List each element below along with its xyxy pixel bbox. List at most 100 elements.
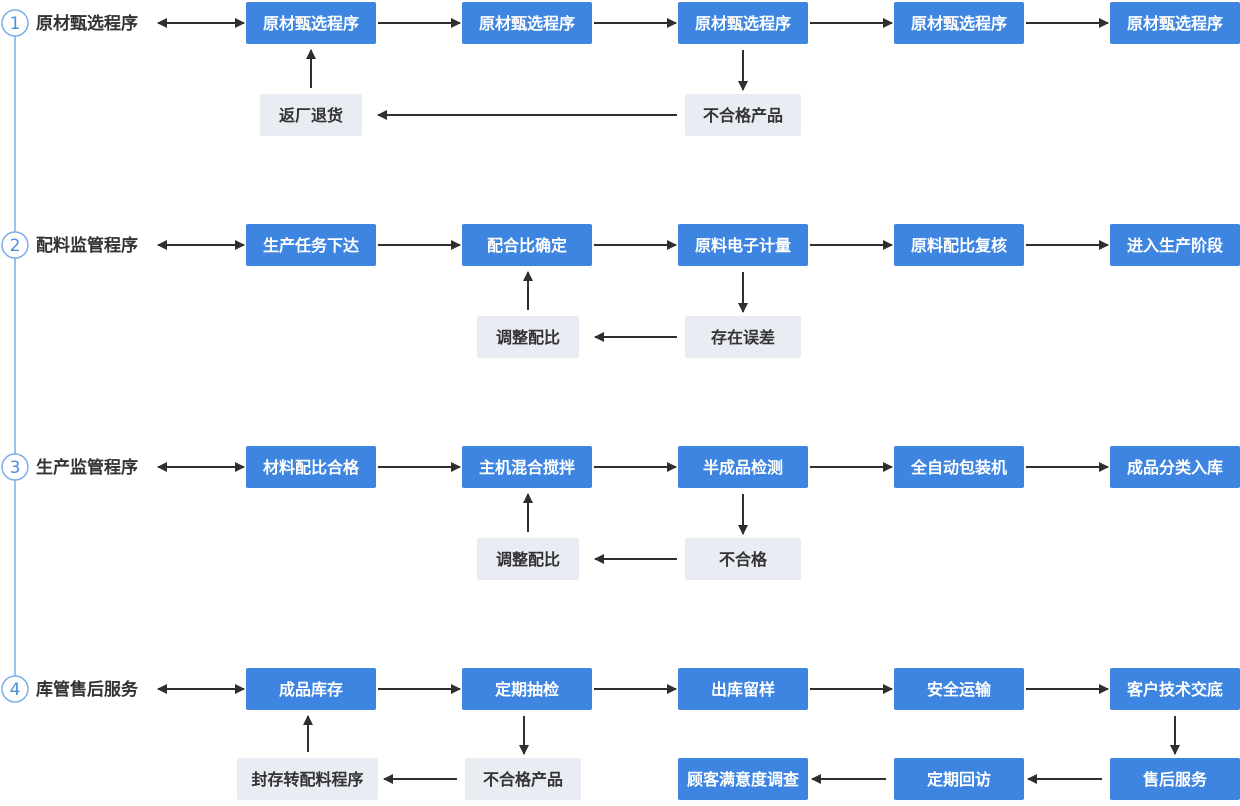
process-step-box: 进入生产阶段 (1110, 224, 1240, 266)
process-step-box: 原料电子计量 (678, 224, 808, 266)
stage-number: 2 (10, 236, 21, 256)
service-step-box-bg (894, 758, 1024, 800)
feedback-box-bg (465, 758, 581, 800)
feedback-box-text: 调整配比 (496, 550, 560, 569)
process-step-box: 客户技术交底 (1110, 668, 1240, 710)
process-step-box: 原材甄选程序 (894, 2, 1024, 44)
feedback-box-bg (685, 316, 801, 358)
process-step-box-bg (462, 668, 592, 710)
process-step-box-text: 成品库存 (279, 680, 343, 699)
feedback-box-text: 封存转配料程序 (251, 770, 363, 789)
process-step-box-text: 配合比确定 (487, 236, 567, 255)
stage-label: 配料监管程序 (36, 235, 138, 256)
process-step-box: 出库留样 (678, 668, 808, 710)
feedback-box-text: 不合格产品 (703, 106, 783, 125)
process-step-box-text: 材料配比合格 (263, 458, 360, 477)
process-step-box: 安全运输 (894, 668, 1024, 710)
process-step-box-text: 原材甄选程序 (479, 14, 575, 33)
process-step-box: 材料配比合格 (246, 446, 376, 488)
process-step-box-text: 客户技术交底 (1127, 680, 1223, 699)
feedback-box: 不合格产品 (685, 94, 801, 136)
process-step-box-bg (894, 668, 1024, 710)
stage-number-circle (1, 675, 29, 703)
process-step-box-text: 原材甄选程序 (263, 14, 359, 33)
process-step-box-text: 原材甄选程序 (695, 14, 791, 33)
feedback-box-text: 返厂退货 (279, 106, 343, 125)
process-step-box-text: 生产任务下达 (263, 236, 359, 255)
process-step-box-text: 定期抽检 (494, 680, 559, 699)
process-step-box-bg (1110, 668, 1240, 710)
process-step-box: 生产任务下达 (246, 224, 376, 266)
process-step-box-bg (246, 224, 376, 266)
process-step-box-bg (246, 2, 376, 44)
process-step-box-bg (1110, 224, 1240, 266)
stage-number-circle (1, 231, 29, 259)
service-step-box-bg (678, 758, 808, 800)
process-step-box-text: 成品分类入库 (1127, 458, 1223, 477)
feedback-box-text: 调整配比 (496, 328, 560, 347)
feedback-box: 不合格 (685, 538, 801, 580)
feedback-box: 调整配比 (477, 316, 579, 358)
process-step-box: 配合比确定 (462, 224, 592, 266)
feedback-box-bg (685, 538, 801, 580)
process-step-box-text: 主机混合搅拌 (479, 458, 575, 477)
feedback-box: 封存转配料程序 (237, 758, 378, 800)
feedback-box: 不合格产品 (465, 758, 581, 800)
process-step-box-bg (678, 2, 808, 44)
feedback-box-text: 不合格产品 (483, 770, 563, 789)
process-step-box-text: 原材甄选程序 (1127, 14, 1223, 33)
process-step-box-bg (894, 224, 1024, 266)
process-step-box-bg (462, 2, 592, 44)
process-step-box-text: 半成品检测 (703, 458, 783, 477)
process-step-box: 主机混合搅拌 (462, 446, 592, 488)
stage-number-circle (1, 9, 29, 37)
process-step-box: 定期抽检 (462, 668, 592, 710)
process-step-box: 原材甄选程序 (246, 2, 376, 44)
service-step-box-bg (1110, 758, 1240, 800)
process-step-box: 原材甄选程序 (462, 2, 592, 44)
feedback-box: 存在误差 (685, 316, 801, 358)
process-step-box-bg (678, 668, 808, 710)
process-step-box-text: 原料电子计量 (695, 236, 791, 255)
feedback-box-bg (477, 538, 579, 580)
process-step-box: 原料配比复核 (894, 224, 1024, 266)
process-step-box: 半成品检测 (678, 446, 808, 488)
process-step-box-text: 全自动包装机 (910, 458, 1007, 477)
stage-label: 生产监管程序 (36, 457, 138, 478)
stage-number: 3 (10, 458, 21, 478)
process-step-box: 原材甄选程序 (678, 2, 808, 44)
service-step-box: 顾客满意度调查 (678, 758, 808, 800)
process-step-box-bg (246, 668, 376, 710)
process-step-box-bg (462, 446, 592, 488)
stage-label: 库管售后服务 (36, 679, 139, 700)
process-step-box-bg (894, 446, 1024, 488)
process-step-box: 全自动包装机 (894, 446, 1024, 488)
process-step-box-text: 安全运输 (927, 680, 992, 699)
process-step-box-text: 出库留样 (711, 680, 775, 699)
feedback-box-text: 不合格 (719, 550, 768, 569)
stage-number: 4 (10, 680, 21, 700)
feedback-box-bg (237, 758, 378, 800)
process-step-box: 原材甄选程序 (1110, 2, 1240, 44)
process-step-box: 成品分类入库 (1110, 446, 1240, 488)
feedback-box: 调整配比 (477, 538, 579, 580)
stage-number-circle (1, 453, 29, 481)
process-step-box-bg (1110, 2, 1240, 44)
feedback-box: 返厂退货 (260, 94, 362, 136)
service-step-box-text: 售后服务 (1143, 770, 1208, 789)
process-step-box-text: 原材甄选程序 (911, 14, 1007, 33)
stage-number: 1 (10, 14, 21, 34)
stage-label: 原材甄选程序 (36, 13, 138, 34)
process-step-box-bg (1110, 446, 1240, 488)
feedback-box-bg (260, 94, 362, 136)
process-step-box-bg (894, 2, 1024, 44)
process-step-box: 成品库存 (246, 668, 376, 710)
service-step-box: 售后服务 (1110, 758, 1240, 800)
service-step-box: 定期回访 (894, 758, 1024, 800)
feedback-box-bg (477, 316, 579, 358)
service-step-box-text: 顾客满意度调查 (687, 770, 799, 789)
process-step-box-text: 原料配比复核 (911, 236, 1007, 255)
service-step-box-text: 定期回访 (926, 770, 991, 789)
process-step-box-bg (678, 446, 808, 488)
